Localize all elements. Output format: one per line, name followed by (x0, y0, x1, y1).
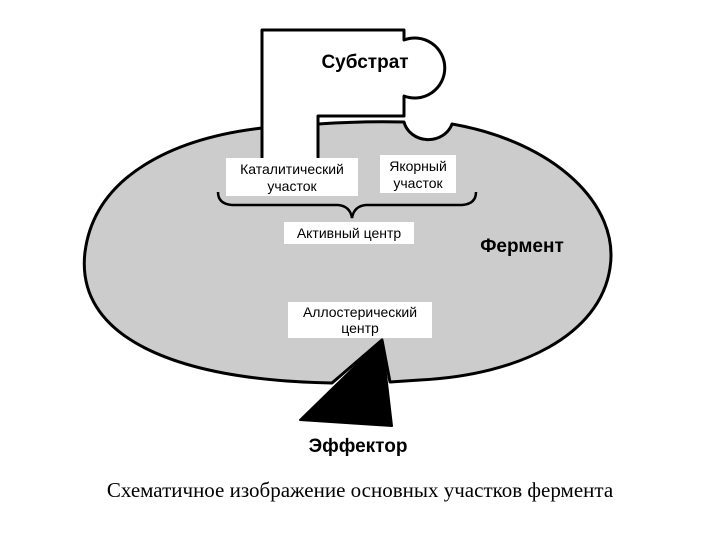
substrate-label: Субстрат (321, 52, 408, 73)
active-center-brace (216, 191, 478, 219)
anchor-site-label-line1: Якорный (389, 158, 447, 174)
figure-caption: Схематичное изображение основных участко… (106, 478, 614, 502)
substrate-shape (260, 28, 447, 172)
enzyme-label: Фермент (480, 236, 564, 257)
anchor-site-box (380, 155, 456, 193)
catalytic-site-label-line2: участок (267, 178, 317, 194)
catalytic-site-label-line1: Каталитический (240, 161, 344, 177)
effector-label: Эффектор (309, 436, 408, 457)
active-center-box (284, 222, 414, 244)
allosteric-center-label-line2: центр (341, 320, 379, 336)
active-center-label: Активный центр (297, 225, 402, 241)
effector-shape (299, 339, 393, 427)
allosteric-center-label-line1: Аллостерический (303, 304, 417, 320)
anchor-site-label-line2: участок (393, 175, 443, 191)
enzyme-body (82, 120, 613, 385)
catalytic-site-box (226, 158, 358, 196)
allosteric-center-box (288, 302, 432, 338)
